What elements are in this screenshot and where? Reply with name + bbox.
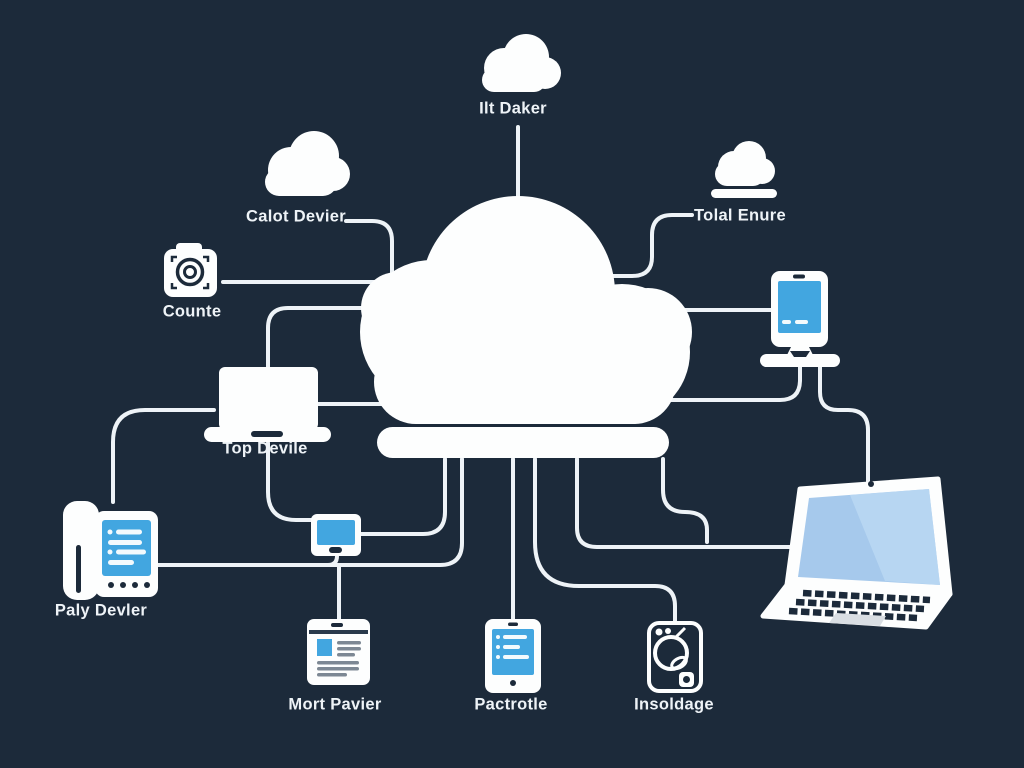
- connection-line: [344, 219, 394, 287]
- monitor-icon: [311, 514, 361, 556]
- connection-line: [666, 348, 802, 402]
- connection-line: [818, 358, 870, 489]
- connection-line: [358, 457, 447, 536]
- cloud-icon-calot-devier: [265, 131, 350, 196]
- document-icon: [307, 619, 370, 685]
- node-label-pactrotle: Pactrotle: [474, 695, 548, 714]
- connection-line: [575, 457, 802, 549]
- connection-line: [266, 306, 382, 369]
- laptop-icon: [204, 367, 331, 442]
- desk-phone-icon: [63, 501, 158, 600]
- node-label-paly-devler: Paly Devler: [54, 601, 148, 620]
- connection-line: [661, 457, 709, 544]
- cloud-tray-bar: [377, 427, 669, 458]
- large-laptop-icon: [760, 476, 953, 630]
- connection-line: [326, 552, 339, 567]
- node-label-counte: Counte: [162, 302, 222, 321]
- node-label-ilt-daker: Ilt Daker: [479, 99, 547, 118]
- central-cloud-icon: [360, 196, 692, 458]
- node-label-top-devile: Top Devile: [222, 439, 308, 458]
- node-label-calot-devier: Calot Devier: [246, 207, 346, 226]
- connection-lines: [111, 125, 870, 623]
- connection-line: [155, 457, 464, 567]
- camera-icon: [164, 243, 217, 297]
- cloud-tray-icon-tolal-enure: [711, 141, 777, 198]
- appliance-outline-icon: [647, 621, 703, 693]
- docked-tablet-icon: [760, 271, 840, 367]
- connection-line: [533, 457, 677, 623]
- node-label-insoldage: Insoldage: [634, 695, 714, 714]
- cloud-icon-ilt-daker: [482, 34, 561, 92]
- tablet-icon: [485, 619, 541, 693]
- connection-line: [608, 213, 694, 278]
- node-label-mort-pavier: Mort Pavier: [288, 695, 382, 714]
- connection-line: [111, 408, 216, 504]
- node-label-tolal-enure: Tolal Enure: [694, 206, 786, 225]
- connection-line: [266, 441, 315, 522]
